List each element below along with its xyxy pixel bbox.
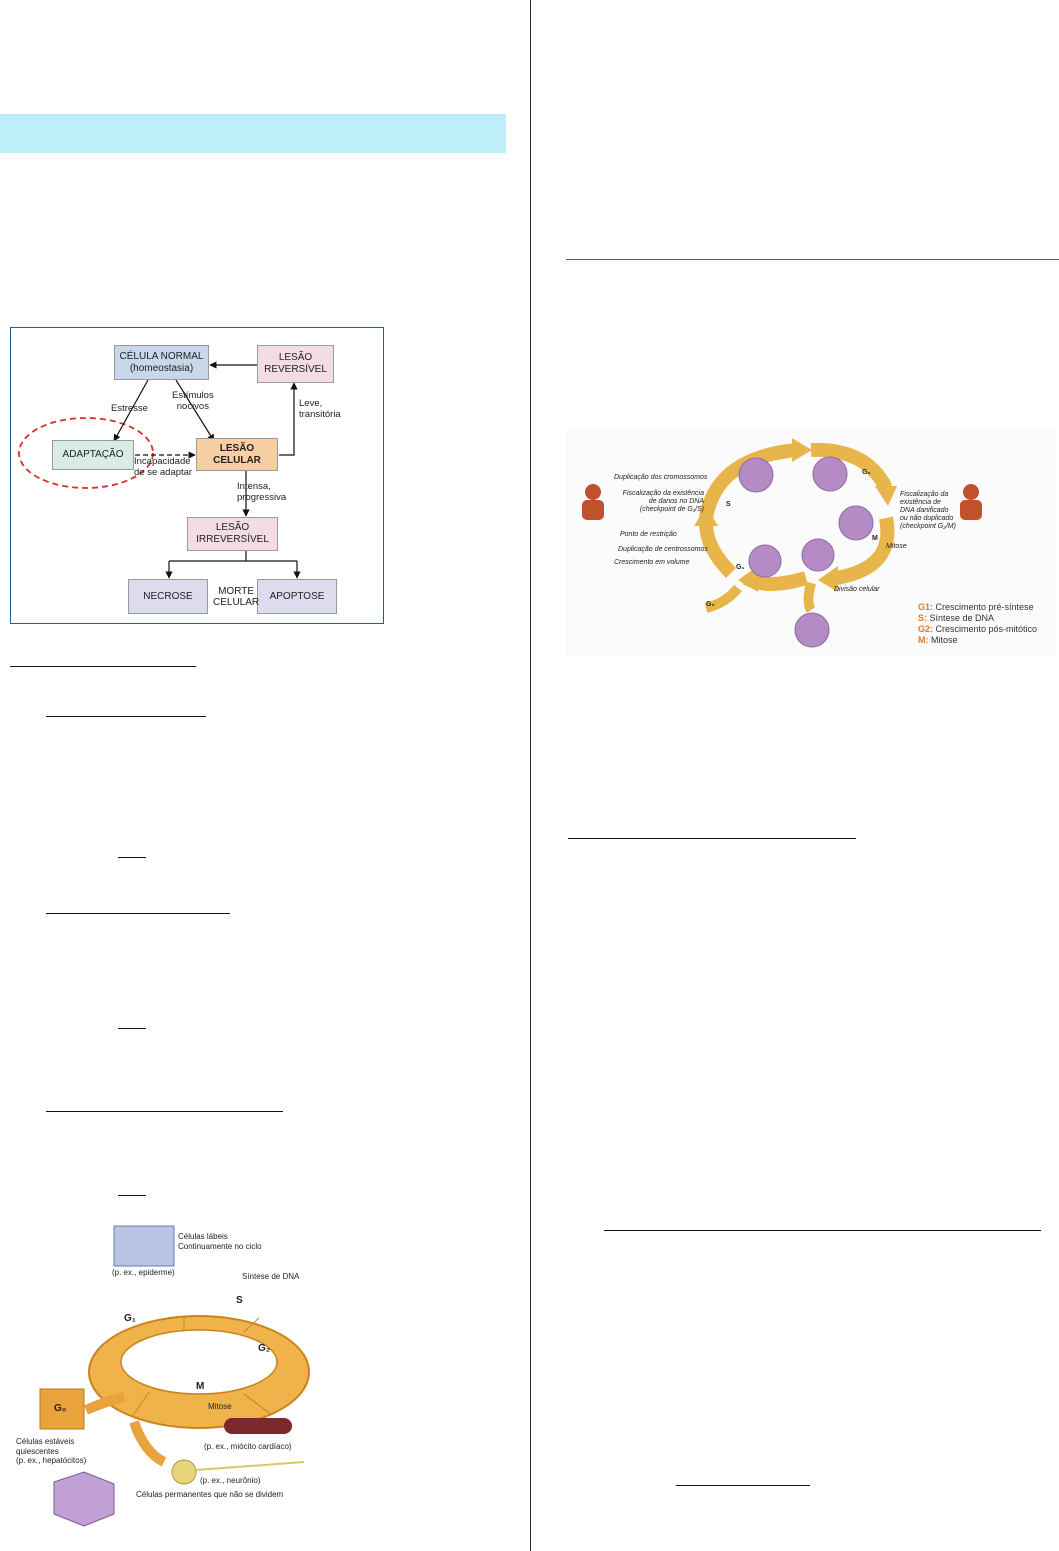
epidermis-label: (p. ex., epiderme) [112,1268,175,1277]
g0-label: G₀ [54,1403,67,1414]
example-underline [118,857,146,858]
permanent-cells-label: Células permanentes que não se dividem [136,1490,284,1499]
section-banner [0,114,506,153]
mitosis-label: Mitose [886,543,907,550]
cell-injury-diagram: CÉLULA NORMAL (homeostasia) LESÃO REVERS… [10,327,384,624]
dup-chromosomes-label: Duplicação dos cromossomos [614,474,708,481]
mild-transient-label: Leve,transitória [299,398,341,420]
g0-box [39,1388,85,1430]
ring-mitosis-label: Mitose [208,1402,232,1411]
labile-cells-label: Células lábeis Continuamente no ciclo [178,1232,262,1251]
necrosis-label: NECROSE [143,590,193,602]
irreversible-injury-box: LESÃO IRREVERSÍVEL [187,517,278,551]
checkpoint-g1s-label: Fiscalização da existência de danos no D… [622,490,704,513]
cell-types-cycle-diagram: Células lábeis Continuamente no ciclo (p… [14,1222,324,1530]
epidermis-icon [113,1225,175,1267]
stress-label: Estresse [111,403,148,414]
legend-item: G2: Crescimento pós-mitótico [918,624,1038,634]
hepatocyte-icon [53,1471,115,1527]
legend-item: G1: Crescimento pré-síntese [918,602,1034,612]
cell-injury-box: LESÃO CELULAR [196,438,278,471]
reversible-injury-box: LESÃO REVERSÍVEL [257,345,334,383]
phase-legend: G1: Crescimento pré-síntese S: Síntese d… [918,602,1037,646]
cell-cycle-graphic [566,428,1056,656]
subheading-underline [676,1485,810,1486]
neuron-icon [171,1459,197,1485]
legend-item: M: Mitose [918,635,958,645]
ring-phase-g1-label: G₁ [124,1313,136,1324]
subheading-underline [46,716,206,717]
reversible-injury-sublabel: REVERSÍVEL [264,364,327,375]
subheading-underline [46,1111,283,1112]
necrosis-box: NECROSE [128,579,208,614]
cell-injury-label: LESÃO [219,442,255,454]
phase-m-label: M [872,535,878,542]
dup-centrosomes-label: Duplicação de centrossomos [618,546,708,553]
example-underline [118,1195,146,1196]
phase-s-label: S [726,501,731,508]
growth-volume-label: Crescimento em volume [614,559,690,566]
heading-underline [568,838,856,839]
subheading-underline [46,913,230,914]
cell-cycle-checkpoint-diagram: S G₂ M G₁ G₀ Duplicação dos cromossomos … [566,428,1056,656]
cell-division-label: Divisão celular [834,586,880,593]
adaptation-box: ADAPTAÇÃO [52,440,134,470]
normal-cell-box: CÉLULA NORMAL (homeostasia) [114,345,209,380]
example-underline [118,1028,146,1029]
phase-g1-label: G₁ [736,564,745,571]
apoptosis-box: APOPTOSE [257,579,337,614]
normal-cell-label: CÉLULA NORMAL [119,350,204,362]
stable-cells-label: Células estáveis quiescentes (p. ex., he… [16,1437,87,1465]
column-divider [530,0,531,1551]
legend-item: S: Síntese de DNA [918,613,995,623]
section-rule [566,259,1059,260]
apoptosis-label: APOPTOSE [269,590,325,602]
adaptation-label: ADAPTAÇÃO [62,449,124,460]
neuron-label: (p. ex., neurônio) [200,1476,261,1485]
checkpoint-officer-right-icon [960,484,982,520]
heading-underline [10,666,196,667]
cardiac-label: (p. ex., miócito cardíaco) [204,1442,292,1451]
checkpoint-officer-left-icon [582,484,604,520]
irreversible-injury-sublabel: IRREVERSÍVEL [196,534,269,545]
phase-g0-label: G₀ [706,601,715,608]
severe-progressive-label: Intensa,progressiva [237,481,287,503]
cell-injury-sublabel: CELULAR [213,454,261,466]
reversible-injury-label: LESÃO [278,352,313,363]
adaptation-highlight-ellipse [18,417,154,489]
dna-synthesis-label: Síntese de DNA [242,1272,300,1281]
ring-phase-m-label: M [196,1381,205,1392]
diagram-arrows [18,361,301,579]
ring-phase-g2-label: G₂ [258,1343,271,1354]
restriction-point-label: Ponto de restrição [620,531,677,538]
subheading-underline [604,1230,1041,1231]
checkpoint-g2m-label: Fiscalização da existência de DNA danifi… [900,491,956,530]
ring-phase-s-label: S [236,1295,243,1306]
normal-cell-sublabel: (homeostasia) [129,362,194,374]
cardiac-myocyte-icon [224,1418,292,1434]
phase-g2-label: G₂ [862,469,871,476]
irreversible-injury-label: LESÃO [215,522,250,533]
cell-types-graphic [14,1222,324,1530]
